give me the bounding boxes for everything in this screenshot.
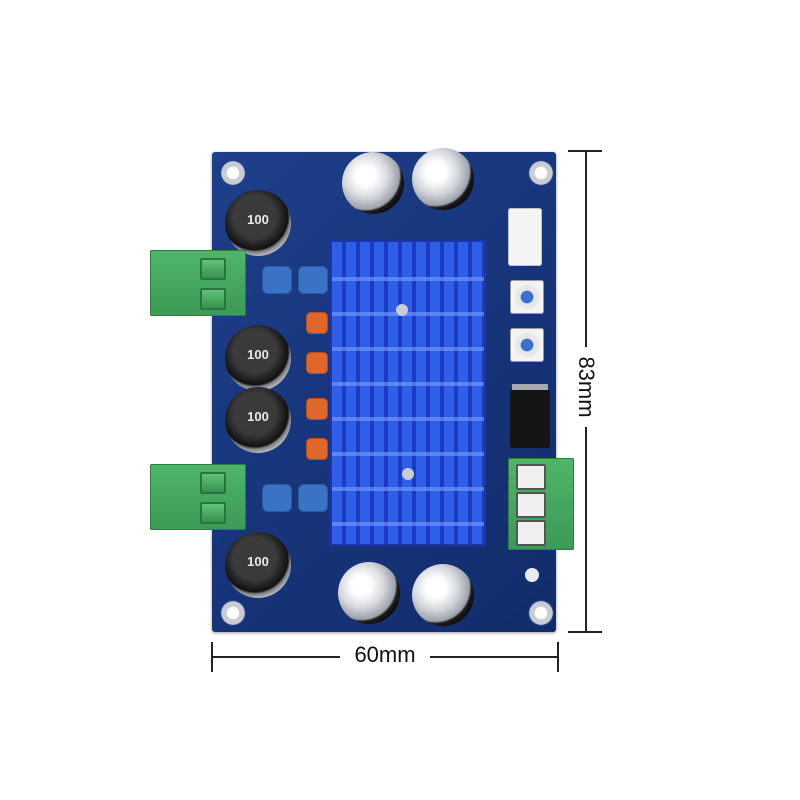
heatsink-fin-row [332, 487, 484, 491]
terminal-screw [516, 520, 546, 546]
heatsink-fin-row [332, 522, 484, 526]
heatsink-fin-row [332, 417, 484, 421]
film-capacitor [298, 484, 328, 512]
inductor: 100 [225, 532, 291, 598]
volume-l-potentiometer [510, 328, 544, 362]
inductor-label: 100 [247, 347, 269, 362]
inductor-label: 100 [247, 554, 269, 569]
electrolytic-capacitor [412, 564, 474, 626]
input-connector [508, 208, 542, 266]
width-tick-left [211, 642, 213, 672]
heatsink-fin-row [332, 452, 484, 456]
film-capacitor [262, 484, 292, 512]
electrolytic-capacitor [338, 562, 400, 624]
potentiometer-knob [515, 285, 539, 309]
terminal-screw [200, 258, 226, 280]
heatsink-fin-row [332, 347, 484, 351]
width-tick-right [557, 642, 559, 672]
mounting-hole [220, 600, 246, 626]
heatsink-fin-row [332, 382, 484, 386]
terminal-screw [516, 464, 546, 490]
height-label: 83mm [573, 347, 599, 427]
film-capacitor [262, 266, 292, 294]
inductor: 100 [225, 387, 291, 453]
heatsink-fin-row [332, 277, 484, 281]
heatsink-screw [396, 304, 408, 316]
terminal-screw [200, 502, 226, 524]
mounting-hole [528, 600, 554, 626]
ceramic-capacitor [306, 438, 328, 460]
electrolytic-capacitor [342, 152, 404, 214]
speaker-terminal [150, 250, 246, 316]
ceramic-capacitor [306, 312, 328, 334]
width-label: 60mm [340, 642, 430, 668]
volume-r-potentiometer [510, 280, 544, 314]
mounting-hole [220, 160, 246, 186]
inductor: 100 [225, 325, 291, 391]
speaker-terminal [150, 464, 246, 530]
power-led [525, 568, 539, 582]
power-terminal [508, 458, 574, 550]
terminal-screw [516, 492, 546, 518]
potentiometer-knob [515, 333, 539, 357]
inductor: 100 [225, 190, 291, 256]
height-tick-bottom [568, 631, 602, 633]
heatsink-screw [402, 468, 414, 480]
ceramic-capacitor [306, 398, 328, 420]
inductor-label: 100 [247, 212, 269, 227]
height-tick-top [568, 150, 602, 152]
terminal-screw [200, 288, 226, 310]
heatsink-fin-row [332, 312, 484, 316]
film-capacitor [298, 266, 328, 294]
electrolytic-capacitor [412, 148, 474, 210]
inductor-label: 100 [247, 409, 269, 424]
heatsink [330, 240, 486, 546]
terminal-screw [200, 472, 226, 494]
voltage-regulator [510, 390, 550, 448]
mounting-hole [528, 160, 554, 186]
ceramic-capacitor [306, 352, 328, 374]
